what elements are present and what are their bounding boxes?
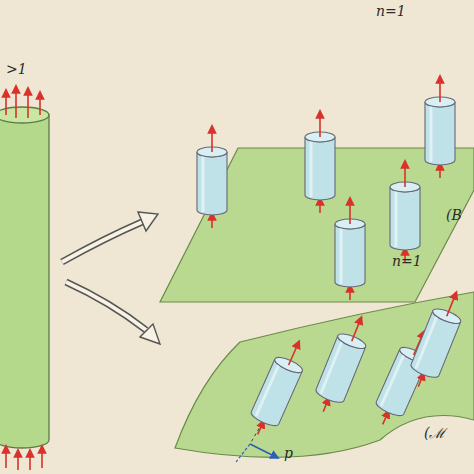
vector-label: p: [284, 446, 293, 461]
manifold-label: (ℳ: [424, 426, 445, 441]
winding-label: >1: [6, 62, 27, 77]
manifold-label: (B: [446, 208, 462, 223]
transition-arrow: [66, 282, 160, 344]
vortex-cylinder: [197, 76, 455, 300]
momentum-vector: [236, 444, 278, 462]
large-cylinder: [0, 86, 49, 470]
winding-label: n=1: [392, 254, 422, 269]
tilted-cylinder: [244, 286, 470, 444]
winding-label: n=1: [376, 4, 406, 19]
transition-arrow: [62, 212, 158, 262]
